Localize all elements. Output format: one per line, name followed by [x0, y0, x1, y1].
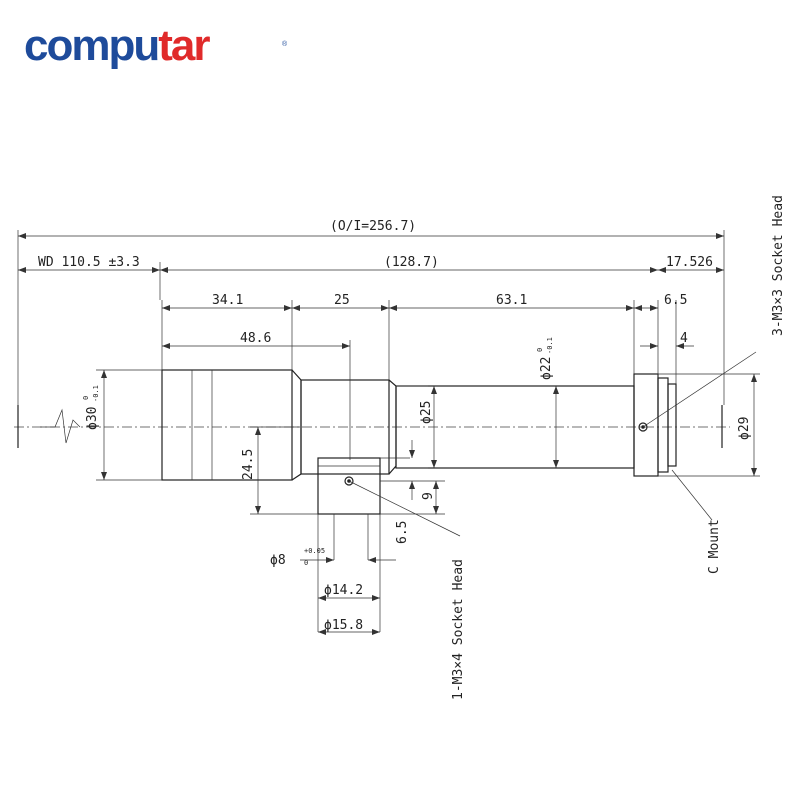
svg-text:computar: computar — [24, 21, 210, 70]
note-c-mount: C Mount — [707, 519, 722, 574]
dim-dia8-tol-top: +0.05 — [304, 547, 325, 555]
dim-seg5: 48.6 — [240, 331, 271, 346]
dim-seg1: 34.1 — [212, 293, 243, 308]
dim-dia30-tol-bot: -0.1 — [92, 385, 100, 402]
dim-back: 17.526 — [666, 255, 713, 270]
dim-dia142: ϕ14.2 — [324, 583, 363, 598]
dim-dia30-tol-top: 0 — [82, 396, 90, 400]
break-symbol — [17, 405, 81, 448]
logo-part-3: ar — [171, 21, 210, 70]
dim-dia22-tol-bot: -0.1 — [546, 337, 554, 354]
dim-dia8: ϕ8 — [270, 553, 286, 568]
dim-seg2: 25 — [334, 293, 350, 308]
dim-overall: (O/I=256.7) — [330, 219, 416, 234]
dimension-lines — [18, 233, 757, 635]
dim-dia29: ϕ29 — [737, 417, 752, 440]
lens-body — [161, 369, 723, 515]
dim-middle: (128.7) — [384, 255, 439, 270]
dim-dia8-tol-bot: 0 — [304, 559, 308, 567]
dim-h245: 24.5 — [241, 449, 256, 480]
dim-h65: 6.5 — [395, 521, 410, 544]
dim-dia22: ϕ22 — [539, 357, 554, 380]
dim-wd: WD 110.5 ±3.3 — [38, 255, 140, 270]
dim-h9: 9 — [421, 492, 436, 500]
note-screw-bottom: 1-M3×4 Socket Head — [451, 559, 466, 700]
dim-seg3: 63.1 — [496, 293, 527, 308]
dim-dia25: ϕ25 — [419, 401, 434, 424]
dim-seg4: 6.5 — [664, 293, 687, 308]
logo-part-1: compu — [24, 21, 158, 70]
dim-dia22-tol-top: 0 — [536, 348, 544, 352]
computar-logo: computar ® — [24, 21, 288, 70]
note-screw-top: 3-M3×3 Socket Head — [771, 195, 786, 336]
dim-seg6: 4 — [680, 331, 688, 346]
dim-dia30: ϕ30 — [85, 407, 100, 430]
registered-mark: ® — [282, 40, 288, 48]
dim-dia158: ϕ15.8 — [324, 618, 363, 633]
dimension-labels: (O/I=256.7) WD 110.5 ±3.3 (128.7) 17.526… — [38, 195, 786, 700]
screw-hole-bottom — [344, 476, 354, 486]
screw-hole-top — [638, 422, 648, 432]
extension-lines — [17, 230, 760, 632]
